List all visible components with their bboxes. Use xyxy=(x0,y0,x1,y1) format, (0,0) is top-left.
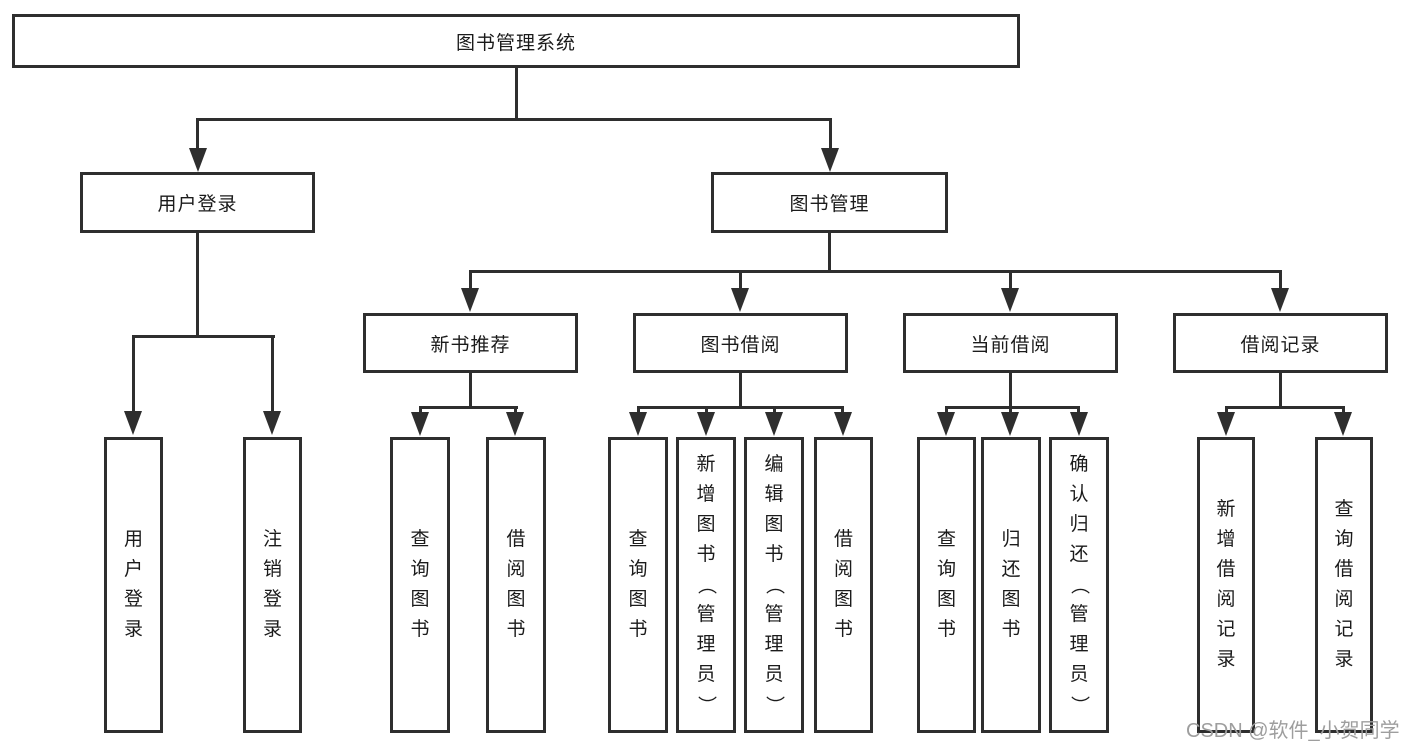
watermark: CSDN @软件_小贺同学 xyxy=(1186,720,1400,742)
leaf-label: 新增借阅记录 xyxy=(1216,499,1236,670)
node-root-label: 图书管理系统 xyxy=(455,32,576,54)
connector-line xyxy=(419,406,422,415)
node-current-borrow: 当前借阅 xyxy=(903,313,1118,373)
arrow-down-icon xyxy=(765,412,783,436)
node-book-borrow: 图书借阅 xyxy=(633,313,848,373)
connector-line xyxy=(1279,373,1282,408)
leaf-cb-return-books: 归还图书 xyxy=(981,437,1041,733)
connector-line xyxy=(196,233,199,338)
arrow-down-icon xyxy=(1001,288,1019,312)
connector-line xyxy=(132,335,135,412)
arrow-down-icon xyxy=(1217,412,1235,436)
arrow-down-icon xyxy=(506,412,524,436)
connector-line xyxy=(1077,406,1080,415)
node-label: 用户登录 xyxy=(157,194,238,215)
connector-line xyxy=(515,68,518,120)
arrow-down-icon xyxy=(629,412,647,436)
connector-line xyxy=(419,406,518,409)
leaf-label: 查询图书 xyxy=(936,529,956,640)
leaf-label: 注销登录 xyxy=(262,529,282,640)
leaf-label: 新增图书（管理员） xyxy=(695,454,717,715)
leaf-br-add-record: 新增借阅记录 xyxy=(1197,437,1255,733)
node-new-book-recommend: 新书推荐 xyxy=(363,313,578,373)
connector-line xyxy=(132,335,275,338)
leaf-user-login: 用户登录 xyxy=(104,437,163,733)
leaf-nbr-borrow-books: 借阅图书 xyxy=(486,437,546,733)
connector-line xyxy=(514,406,517,415)
arrow-down-icon xyxy=(461,288,479,312)
connector-line xyxy=(945,406,948,415)
node-label: 借阅记录 xyxy=(1240,334,1321,356)
connector-line xyxy=(1225,406,1345,409)
arrow-down-icon xyxy=(834,412,852,436)
leaf-bb-query-books: 查询图书 xyxy=(608,437,668,733)
arrow-down-icon xyxy=(411,412,429,436)
leaf-br-query-record: 查询借阅记录 xyxy=(1315,437,1373,733)
node-label: 图书借阅 xyxy=(700,334,781,356)
arrow-down-icon xyxy=(263,411,281,435)
connector-line xyxy=(739,270,742,290)
leaf-bb-borrow-books: 借阅图书 xyxy=(814,437,873,733)
leaf-cb-confirm-return-admin: 确认归还（管理员） xyxy=(1049,437,1109,733)
leaf-label: 借阅图书 xyxy=(833,529,853,640)
connector-line xyxy=(739,373,742,408)
node-user-login: 用户登录 xyxy=(80,172,315,233)
node-borrow-records: 借阅记录 xyxy=(1173,313,1388,373)
connector-line xyxy=(271,335,274,412)
leaf-label: 确认归还（管理员） xyxy=(1068,454,1090,715)
connector-line xyxy=(1225,406,1228,415)
node-label: 当前借阅 xyxy=(970,334,1051,356)
connector-line xyxy=(829,118,832,152)
leaf-bb-add-book-admin: 新增图书（管理员） xyxy=(676,437,736,733)
connector-line xyxy=(1342,406,1345,415)
leaf-label: 查询借阅记录 xyxy=(1334,499,1354,670)
leaf-nbr-query-books: 查询图书 xyxy=(390,437,450,733)
connector-line xyxy=(945,406,1080,409)
arrow-down-icon xyxy=(1334,412,1352,436)
arrow-down-icon xyxy=(1070,412,1088,436)
connector-line xyxy=(705,406,708,415)
leaf-bb-edit-book-admin: 编辑图书（管理员） xyxy=(744,437,804,733)
connector-line xyxy=(469,270,472,290)
connector-line xyxy=(1009,373,1012,408)
leaf-cb-query-books: 查询图书 xyxy=(917,437,976,733)
arrow-down-icon xyxy=(124,411,142,435)
connector-line xyxy=(1009,406,1012,415)
leaf-label: 借阅图书 xyxy=(506,529,526,640)
arrow-down-icon xyxy=(937,412,955,436)
leaf-label: 用户登录 xyxy=(123,529,143,640)
arrow-down-icon xyxy=(821,148,839,172)
node-label: 新书推荐 xyxy=(430,334,511,356)
connector-line xyxy=(773,406,776,415)
arrow-down-icon xyxy=(189,148,207,172)
arrow-down-icon xyxy=(731,288,749,312)
leaf-logout: 注销登录 xyxy=(243,437,302,733)
connector-line xyxy=(637,406,640,415)
connector-line xyxy=(637,406,844,409)
node-label: 图书管理 xyxy=(789,194,870,215)
connector-line xyxy=(1009,270,1012,290)
connector-line xyxy=(196,118,199,152)
arrow-down-icon xyxy=(697,412,715,436)
connector-line xyxy=(469,270,1282,273)
node-root: 图书管理系统 xyxy=(12,14,1020,68)
leaf-label: 查询图书 xyxy=(410,529,430,640)
arrow-down-icon xyxy=(1271,288,1289,312)
leaf-label: 查询图书 xyxy=(628,529,648,640)
arrow-down-icon xyxy=(1001,412,1019,436)
connector-line xyxy=(469,373,472,408)
node-book-management: 图书管理 xyxy=(711,172,948,233)
connector-line xyxy=(828,233,831,273)
leaf-label: 归还图书 xyxy=(1001,529,1021,640)
leaf-label: 编辑图书（管理员） xyxy=(763,454,785,715)
connector-line xyxy=(196,118,832,121)
connector-line xyxy=(841,406,844,415)
connector-line xyxy=(1279,270,1282,290)
